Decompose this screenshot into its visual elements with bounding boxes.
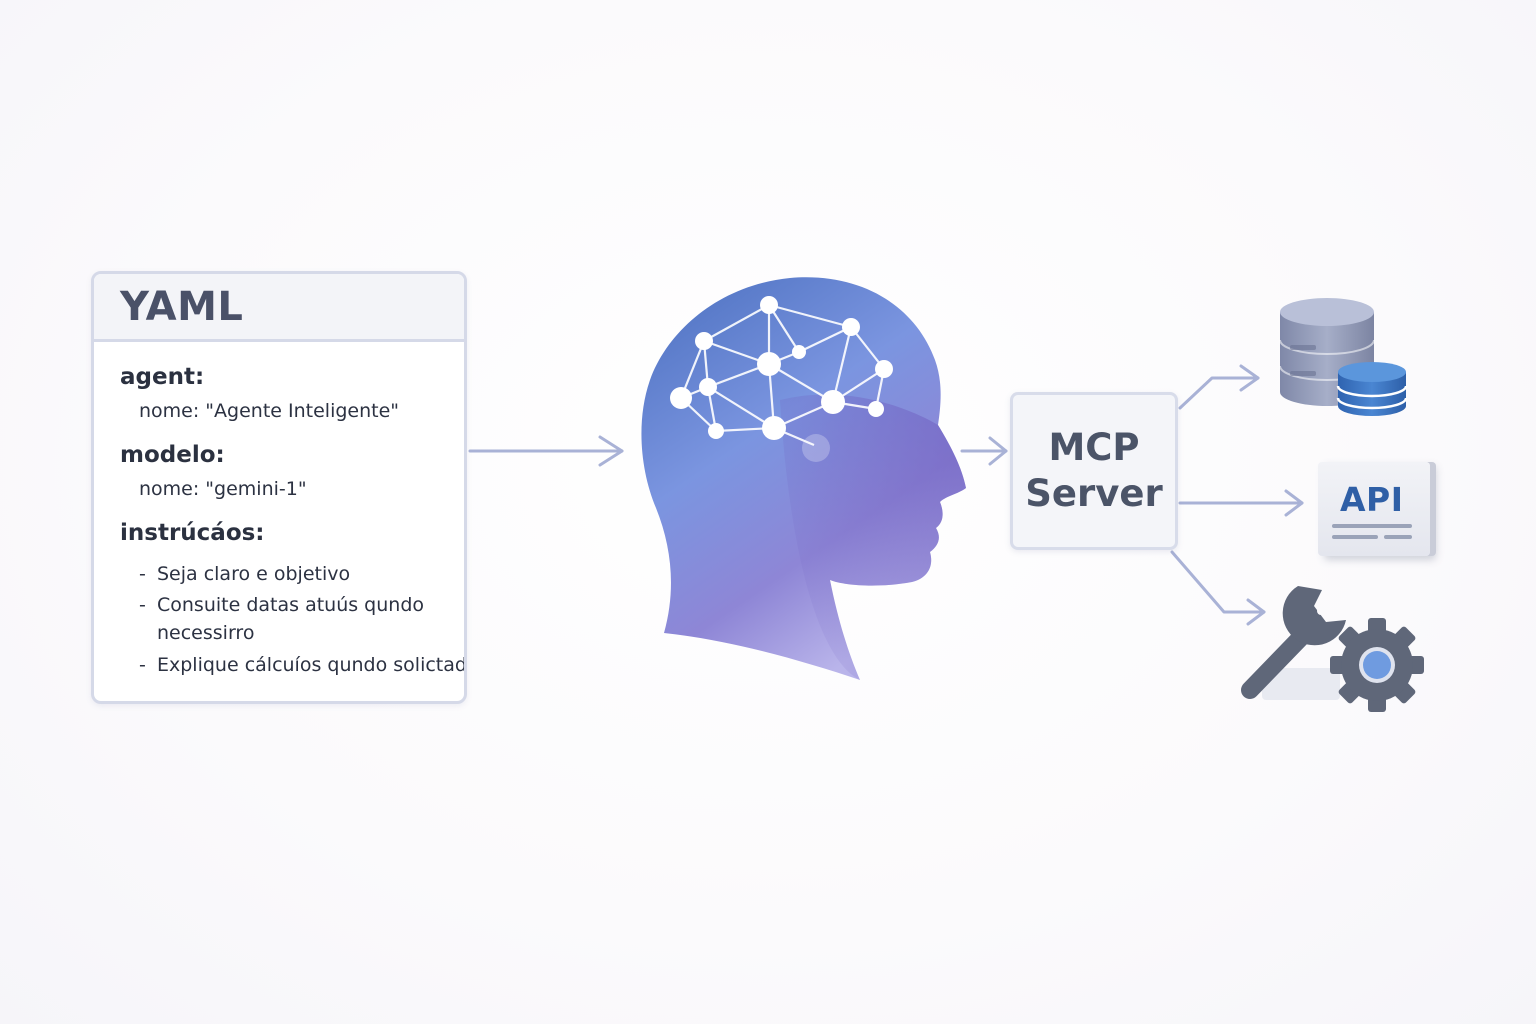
mcp-label-line2: Server [1025, 472, 1163, 515]
agent-head-icon [641, 277, 966, 680]
api-card-line [1332, 535, 1378, 539]
yaml-agent-key: agent: [120, 364, 205, 390]
yaml-instruction-item: -Seja claro e objetivo [139, 563, 351, 585]
api-card-line [1332, 524, 1412, 528]
yaml-modelo-key: modelo: [120, 442, 225, 468]
yaml-instruction-item: -Consuite datas atuús qundo [139, 594, 425, 616]
yaml-instruction-text: Explique cálcuíos qundo solictade [157, 654, 467, 676]
arrow-agent-to-mcp [960, 436, 1008, 466]
yaml-modelo-nome: nome: "gemini-1" [139, 478, 307, 500]
yaml-instruction-continuation: necessirro [157, 622, 255, 644]
arrow-mcp-to-tools [1170, 550, 1266, 626]
api-label: API [1340, 480, 1404, 519]
api-card-line [1384, 535, 1412, 539]
neural-nodes [670, 296, 893, 462]
wrench-gear-icon [1241, 586, 1424, 712]
yaml-instruction-text: Seja claro e objetivo [157, 563, 351, 585]
yaml-instrucoes-key: instrúcáos: [120, 520, 265, 546]
yaml-agent-nome: nome: "Agente Inteligente" [139, 400, 400, 422]
database-icon [1279, 298, 1408, 416]
yaml-card-header: YAML [94, 274, 464, 342]
mcp-label-line1: MCP [1048, 426, 1140, 469]
arrow-mcp-to-api [1178, 489, 1304, 517]
arrow-mcp-to-database [1178, 364, 1260, 410]
yaml-instruction-item: -Explique cálcuíos qundo solictade [139, 654, 467, 676]
arrow-yaml-to-agent [468, 435, 624, 467]
mcp-server-box: MCP Server [1010, 392, 1178, 550]
yaml-instruction-text: Consuite datas atuús qundo [157, 594, 425, 616]
yaml-config-card: YAML agent: nome: "Agente Inteligente" m… [91, 271, 467, 704]
yaml-title: YAML [120, 283, 244, 330]
api-icon: API [1318, 462, 1430, 556]
